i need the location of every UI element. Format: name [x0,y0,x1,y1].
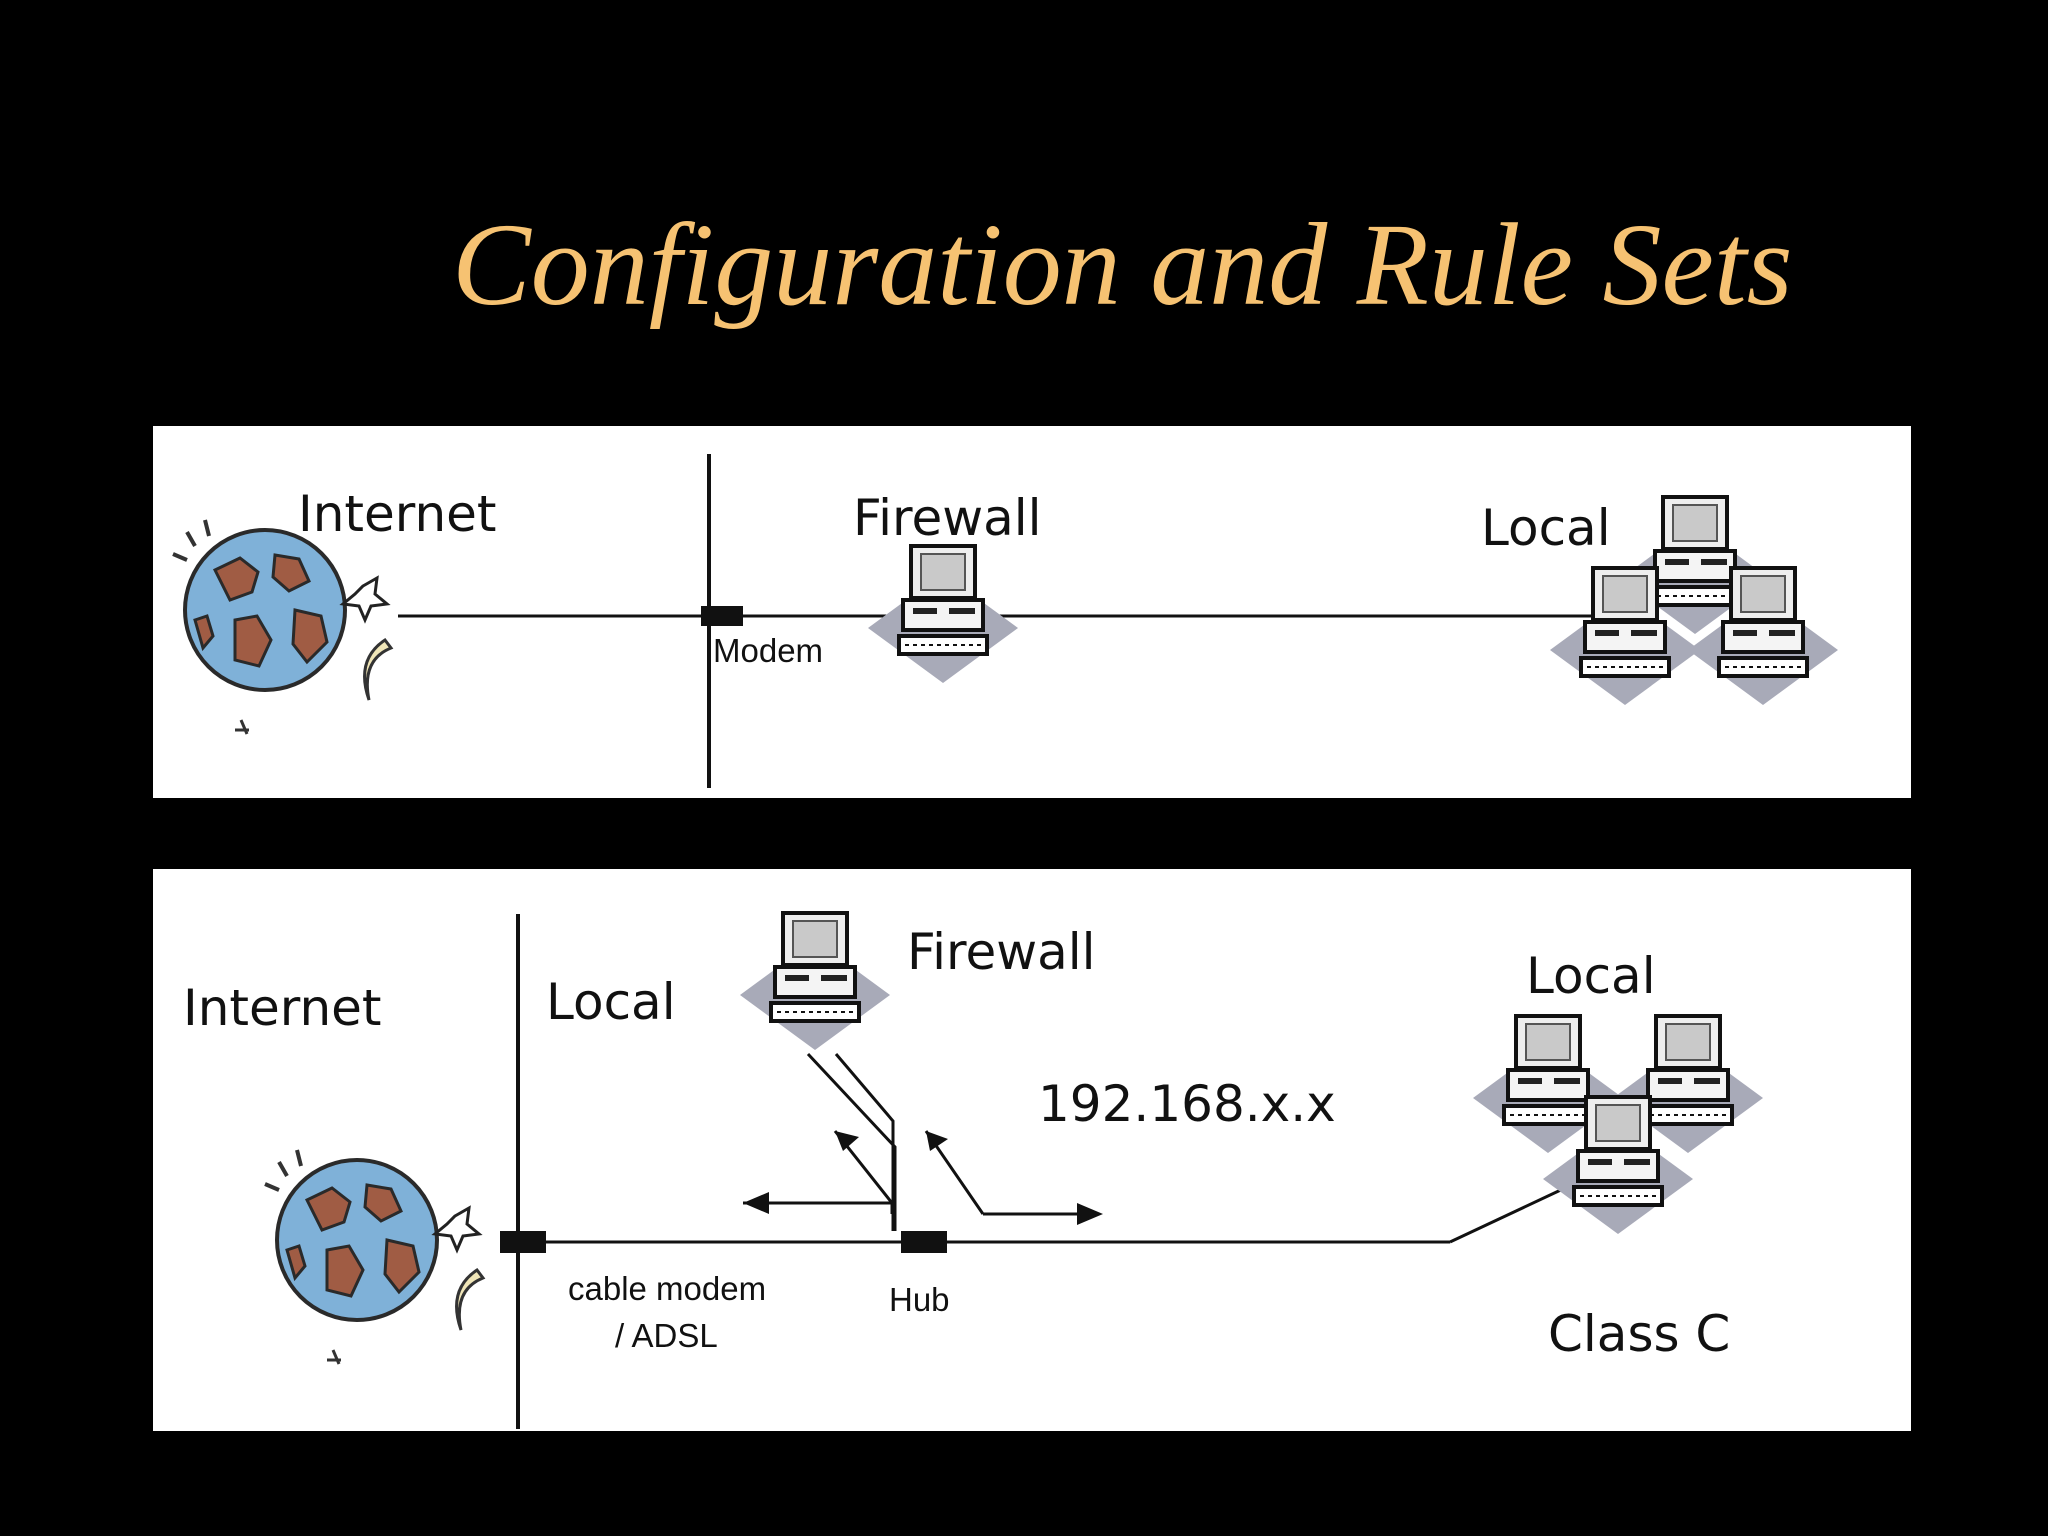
diagram-simple-firewall: Internet Modem Firewall Local [153,426,1911,798]
local-computers-icon [1471,1014,1765,1236]
hub-label: Hub [889,1281,950,1318]
internet-globe-icon [263,1148,485,1366]
slide-title-text: Configuration and Rule Sets [452,199,1793,330]
modem-label-line2: / ADSL [615,1317,718,1354]
arrow-right-head [1077,1203,1103,1225]
internet-label: Internet [298,485,497,543]
firewall-computer-icon [866,544,1020,685]
firewall-hub-cable [834,1053,895,1231]
class-c-link [1449,1186,1566,1244]
local-label: Local [1481,499,1611,557]
diagram-2-canvas: Internet Local cable modem / ADSL Hub Fi… [183,911,1765,1429]
firewall-computer-icon [738,911,892,1052]
local-zone-label: Local [546,973,676,1031]
arrow-left-head [743,1192,769,1214]
traffic-arrows [743,1130,1103,1225]
arrow-up-head [926,1131,948,1151]
class-c-label: Class C [1548,1305,1730,1363]
firewall-label: Firewall [907,923,1096,981]
ip-range-label: 192.168.x.x [1038,1075,1336,1133]
modem-label: Modem [713,632,823,669]
arrow-up-left-head [835,1131,859,1151]
slide-title: Configuration and Rule Sets [0,195,2048,335]
arrow-split-path [924,1130,1093,1216]
modem-label-line1: cable modem [568,1270,766,1307]
diagram-1-canvas: Internet Modem Firewall Local [171,454,1840,788]
internet-label: Internet [183,979,382,1037]
internet-globe-icon [171,518,393,736]
modem-icon [701,606,743,626]
firewall-hub-cable-2 [806,1052,897,1231]
hub-icon [901,1231,947,1253]
local-label: Local [1526,947,1656,1005]
firewall-label: Firewall [853,489,1042,547]
diagram-hub-firewall: Internet Local cable modem / ADSL Hub Fi… [153,869,1911,1431]
modem-icon [500,1231,546,1253]
